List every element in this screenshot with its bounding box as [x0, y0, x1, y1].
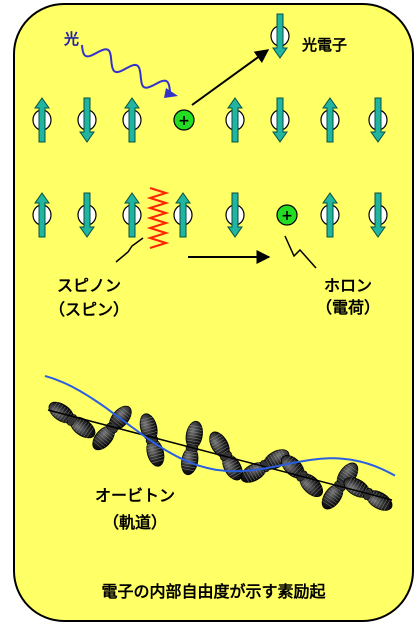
- spin-down: [270, 97, 290, 143]
- orbiton-sublabel: （軌道）: [102, 513, 167, 532]
- spinon-leader-line: [115, 237, 144, 263]
- orbiton-label: オービトン: [94, 486, 175, 505]
- spin-up: [320, 192, 340, 238]
- spin-up: [225, 97, 245, 143]
- spin-down: [270, 13, 290, 59]
- light-label: 光: [64, 30, 80, 48]
- photon-arrowhead: [164, 88, 178, 98]
- orbital-axis: [47, 409, 393, 501]
- spin-down: [77, 192, 97, 238]
- spin-up: [32, 97, 52, 143]
- background-panel: [13, 3, 414, 622]
- plus-sign: +: [281, 208, 293, 224]
- spin-chain-row-2: +: [32, 192, 388, 238]
- photoelectron-label: 光電子: [302, 36, 348, 54]
- spin-up: [320, 97, 340, 143]
- holon-leader-line: [284, 235, 317, 269]
- spin-chain-row-1: +: [32, 97, 388, 143]
- spin-down: [225, 192, 245, 238]
- spinon-label: スピノン: [56, 276, 121, 295]
- holon-sublabel: （電荷）: [315, 298, 380, 317]
- orbital-lobe-pair: [139, 413, 165, 467]
- orbital-wave: [44, 375, 396, 477]
- spin-up: [122, 192, 142, 238]
- plus-sign: +: [178, 113, 190, 129]
- orbiton-orbital-chain: [48, 401, 393, 512]
- photon-wave: [81, 44, 171, 93]
- diagram-caption: 電子の内部自由度が示す素励起: [101, 582, 326, 601]
- spin-up: [122, 97, 142, 143]
- spin-down: [368, 97, 388, 143]
- spin-up: [32, 192, 52, 238]
- holon-charge: +: [276, 204, 298, 226]
- photoelectron-spin: [270, 13, 290, 59]
- orbital-lobe-pair: [48, 401, 96, 439]
- holon-label: ホロン: [323, 276, 372, 295]
- spinon-zigzag: [146, 187, 170, 249]
- holon-charge: +: [173, 109, 195, 131]
- spin-down: [368, 192, 388, 238]
- spinon-sublabel: （スピン）: [48, 300, 129, 319]
- photoelectron-arrow: [191, 49, 270, 106]
- spin-down: [77, 97, 97, 143]
- orbital-lobe-pair: [181, 420, 203, 476]
- spin-up: [173, 192, 193, 238]
